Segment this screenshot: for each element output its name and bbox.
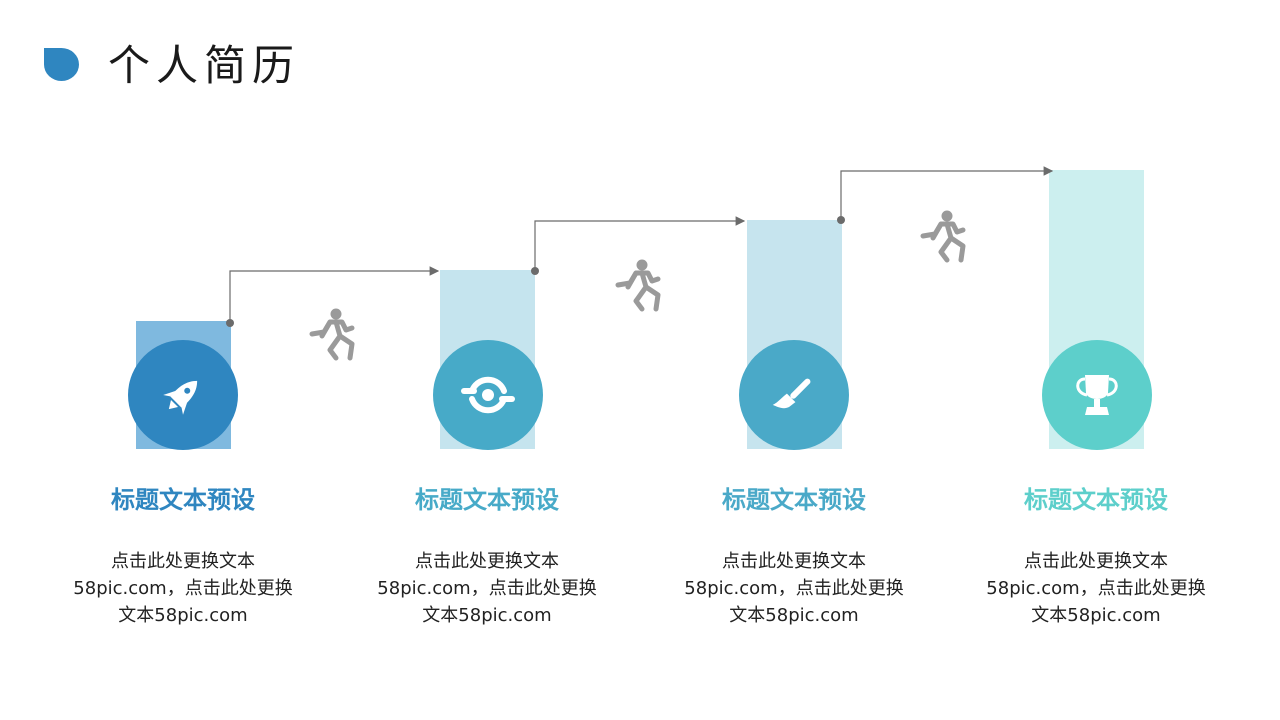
connector-dot-3 (837, 216, 845, 224)
rocket-icon (163, 380, 198, 415)
connector-arrow-2 (534, 216, 746, 271)
step-1-description: 点击此处更换文本 58pic.com，点击此处更换 文本58pic.com (53, 548, 313, 629)
step-3-desc-line-1: 点击此处更换文本 (722, 551, 866, 572)
step-2-desc-line-2: 58pic.com，点击此处更换 (377, 578, 597, 599)
step-4-description: 点击此处更换文本 58pic.com，点击此处更换 文本58pic.com (966, 548, 1226, 629)
brush-icon (772, 378, 811, 409)
step-1-desc-line-2: 58pic.com，点击此处更换 (73, 578, 293, 599)
runner-icon (312, 309, 352, 358)
step-1-desc-line-3: 文本58pic.com (118, 605, 248, 626)
step-2-desc-line-3: 文本58pic.com (422, 605, 552, 626)
trophy-icon (1076, 375, 1118, 415)
step-2-description: 点击此处更换文本 58pic.com，点击此处更换 文本58pic.com (357, 548, 617, 629)
connector-dot-1 (226, 319, 234, 327)
step-3-title: 标题文本预设 (722, 486, 866, 514)
step-3-description: 点击此处更换文本 58pic.com，点击此处更换 文本58pic.com (664, 548, 924, 629)
step-1-desc-line-1: 点击此处更换文本 (111, 551, 255, 572)
step-4-desc-line-3: 文本58pic.com (1031, 605, 1161, 626)
step-4-title: 标题文本预设 (1024, 486, 1168, 514)
step-3-desc-line-3: 文本58pic.com (729, 605, 859, 626)
step-3-desc-line-2: 58pic.com，点击此处更换 (684, 578, 904, 599)
step-1-title: 标题文本预设 (111, 486, 255, 514)
connector-arrow-1 (229, 266, 440, 323)
connector-dot-2 (531, 267, 539, 275)
page-title: 个人简历 (108, 41, 301, 90)
step-4-desc-line-1: 点击此处更换文本 (1024, 551, 1168, 572)
step-2-desc-line-1: 点击此处更换文本 (415, 551, 559, 572)
runner-icon (618, 260, 658, 309)
step-2-title: 标题文本预设 (415, 486, 559, 514)
refresh-icon (461, 376, 515, 414)
runner-icon (923, 211, 963, 260)
step-4-desc-line-2: 58pic.com，点击此处更换 (986, 578, 1206, 599)
connector-arrow-3 (840, 166, 1054, 220)
